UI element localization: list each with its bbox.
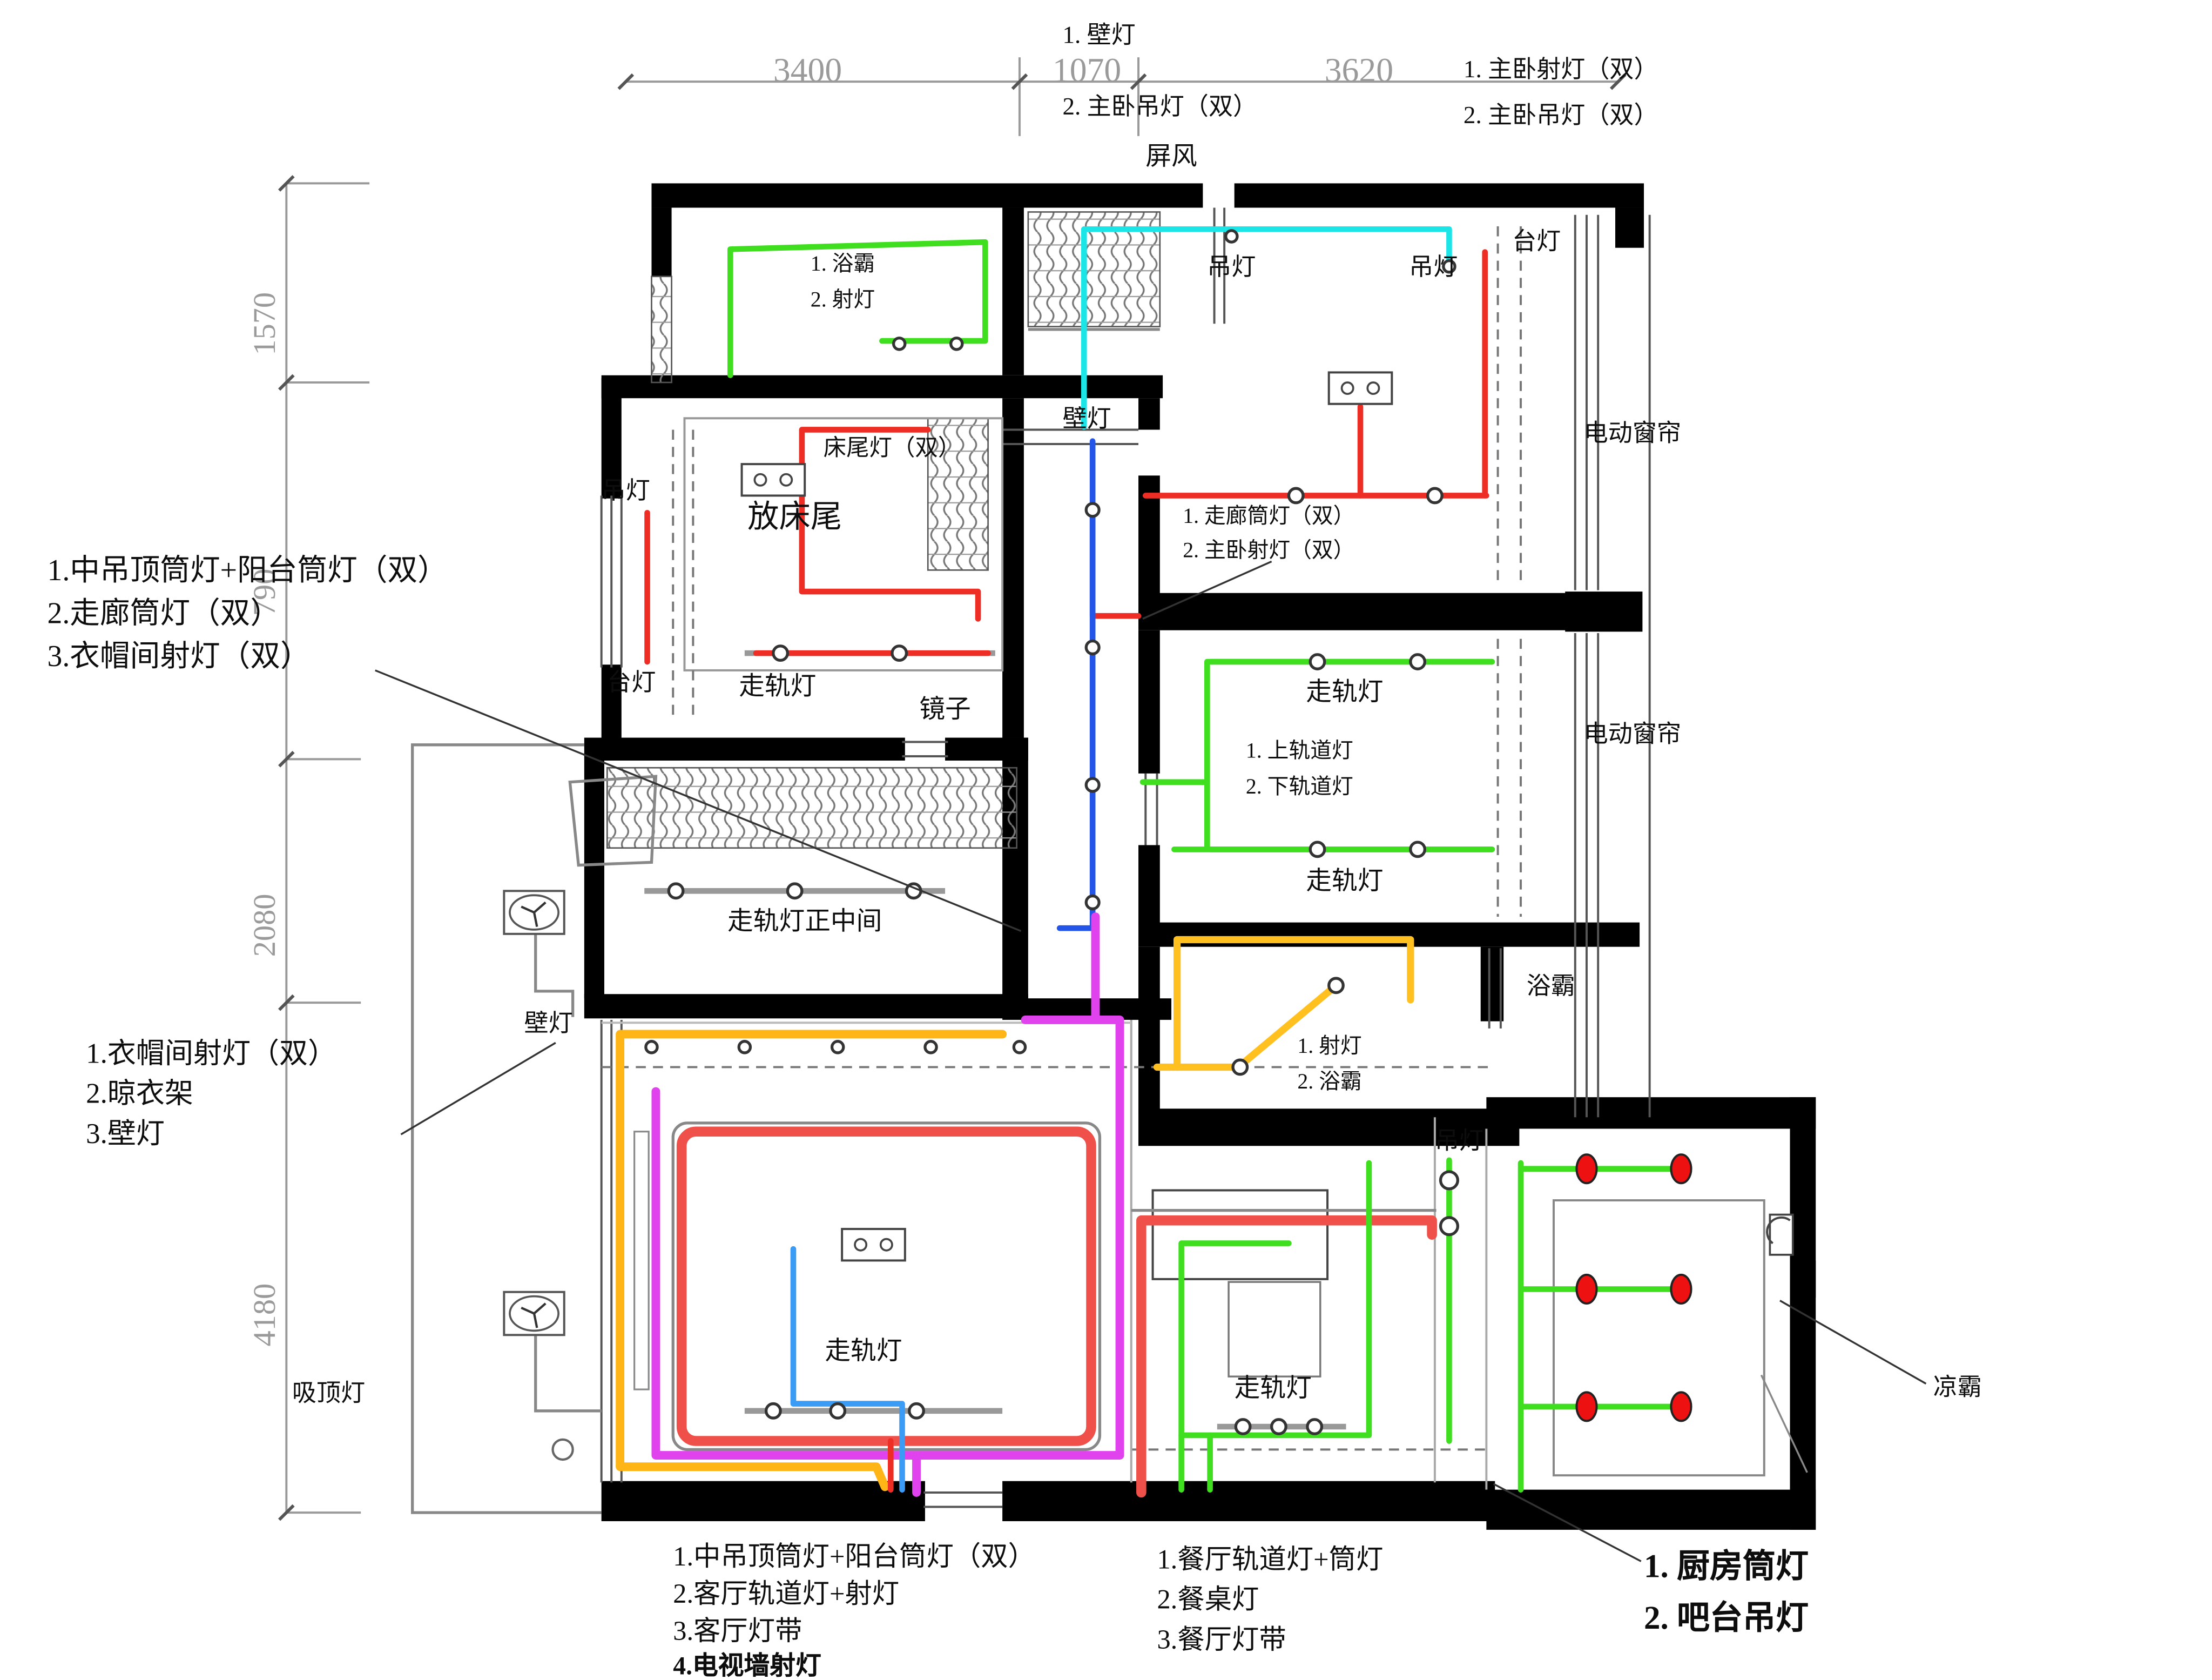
note-dining-1: 1.餐厅轨道灯+筒灯 [1157, 1545, 1384, 1576]
socket-icon [841, 1228, 906, 1262]
note-dining-3: 3.餐厅灯带 [1157, 1625, 1286, 1656]
note-living-3: 3.客厅灯带 [673, 1617, 802, 1648]
diaodeng-bed2: 吊灯 [601, 476, 650, 505]
bideng-living: 壁灯 [524, 1010, 573, 1037]
note-corridor-2: 2. 主卧射灯（双） [1183, 540, 1355, 563]
wire-kitchen-green [1518, 1160, 1684, 1493]
ceiling-lamp-icon [551, 1438, 574, 1461]
zougui-mid-2: 走轨灯 [1306, 866, 1384, 896]
wire-master-cyan [1081, 226, 1452, 430]
ceiling-fan-icon [503, 1291, 565, 1336]
kitchen-pendant-dots [1575, 1153, 1692, 1422]
diaodeng-bar: 吊灯 [1434, 1127, 1484, 1155]
note-living-2: 2.客厅轨道灯+射灯 [673, 1580, 900, 1610]
curtain-1: 电动窗帘 [1583, 419, 1681, 447]
note-living-1: 1.中吊顶筒灯+阳台筒灯（双） [673, 1542, 1036, 1573]
diaodeng-master-2: 吊灯 [1409, 253, 1458, 281]
note-bath-1: 1. 浴霸 [810, 253, 875, 277]
wire-living-orange [616, 1030, 1007, 1491]
dim-1570: 1570 [246, 292, 282, 355]
note-tr-2: 2. 主卧吊灯（双） [1463, 102, 1658, 129]
track-light-nodes [644, 229, 1459, 1435]
note-bath-2: 2. 射灯 [810, 289, 875, 313]
zougui-dining: 走轨灯 [1234, 1373, 1312, 1402]
note-corridor-1: 1. 走廊筒灯（双） [1183, 506, 1355, 529]
note-closet-1: 1.衣帽间射灯（双） [86, 1038, 337, 1070]
walls [584, 183, 1816, 1530]
balcony [411, 743, 658, 1514]
chuangweideng: 床尾灯（双） [823, 436, 961, 461]
wire-living-magenta [651, 912, 1124, 1497]
jingzi: 镜子 [919, 695, 971, 724]
socket-icon [1327, 371, 1393, 405]
note-kitchen-1: 1. 厨房筒灯 [1644, 1548, 1809, 1584]
zougui-center: 走轨灯正中间 [727, 906, 882, 936]
note-living-4: 4.电视墙射灯 [673, 1651, 821, 1680]
note-closet-2: 2.晾衣架 [86, 1078, 193, 1110]
zougui-living: 走轨灯 [825, 1336, 902, 1365]
fangchuangwei: 放床尾 [747, 498, 842, 535]
ceiling-fan-icon [503, 890, 565, 935]
interior-lines [601, 226, 1808, 1490]
xidingdeng: 吸顶灯 [292, 1379, 366, 1407]
wardrobe-hatch [606, 211, 1161, 849]
wire-living-ledband-red [671, 1121, 1102, 1493]
wire-midroom-green [1139, 658, 1495, 852]
zougui-mid-1: 走轨灯 [1306, 677, 1384, 707]
curtain-2: 电动窗帘 [1583, 720, 1681, 748]
note-bath2-2: 2. 浴霸 [1297, 1071, 1362, 1094]
bideng-corridor: 壁灯 [1062, 405, 1111, 433]
wire-dining-red [1136, 1215, 1437, 1498]
wire-dining-green [1178, 1157, 1452, 1493]
dim-2080: 2080 [246, 893, 282, 957]
socket-icon [740, 463, 806, 497]
zougui-bed2: 走轨灯 [739, 671, 817, 701]
wire-living-blue [790, 1246, 905, 1493]
dimension-lines [278, 57, 1627, 1521]
note-closet-3: 3.壁灯 [86, 1118, 165, 1151]
note-top-2: 2. 主卧吊灯（双） [1062, 93, 1258, 120]
leader-lines [375, 560, 1927, 1562]
wire-bath2-yellow [1153, 936, 1414, 1071]
note-dining-2: 2.餐桌灯 [1157, 1585, 1259, 1616]
note-tr-1: 1. 主卧射灯（双） [1463, 56, 1658, 83]
taideng-tr: 台灯 [1512, 227, 1561, 255]
dim-4180: 4180 [246, 1283, 282, 1347]
liangba: 凉霸 [1933, 1373, 1982, 1401]
note-left-3: 3.衣帽间射灯（双） [47, 639, 311, 674]
note-kitchen-2: 2. 吧台吊灯 [1644, 1600, 1809, 1636]
pingfeng: 屏风 [1145, 142, 1197, 171]
note-track-2: 2. 下轨道灯 [1245, 776, 1353, 799]
dim-1070: 1070 [1052, 53, 1122, 91]
wire-bed2-red [644, 427, 991, 665]
note-track-1: 1. 上轨道灯 [1245, 740, 1353, 764]
diaodeng-master-1: 吊灯 [1207, 253, 1256, 281]
taideng-bed2: 台灯 [607, 669, 656, 696]
dim-3620: 3620 [1324, 53, 1394, 91]
wall-lamp-icon [1766, 1213, 1794, 1256]
note-left-2: 2.走廊筒灯（双） [47, 596, 281, 630]
note-top-1: 1. 壁灯 [1062, 21, 1136, 49]
note-bath2-1: 1. 射灯 [1297, 1036, 1362, 1059]
yuba-door: 浴霸 [1526, 972, 1575, 1000]
dim-3400: 3400 [773, 53, 842, 91]
note-left-1: 1.中吊顶筒灯+阳台筒灯（双） [47, 553, 448, 588]
